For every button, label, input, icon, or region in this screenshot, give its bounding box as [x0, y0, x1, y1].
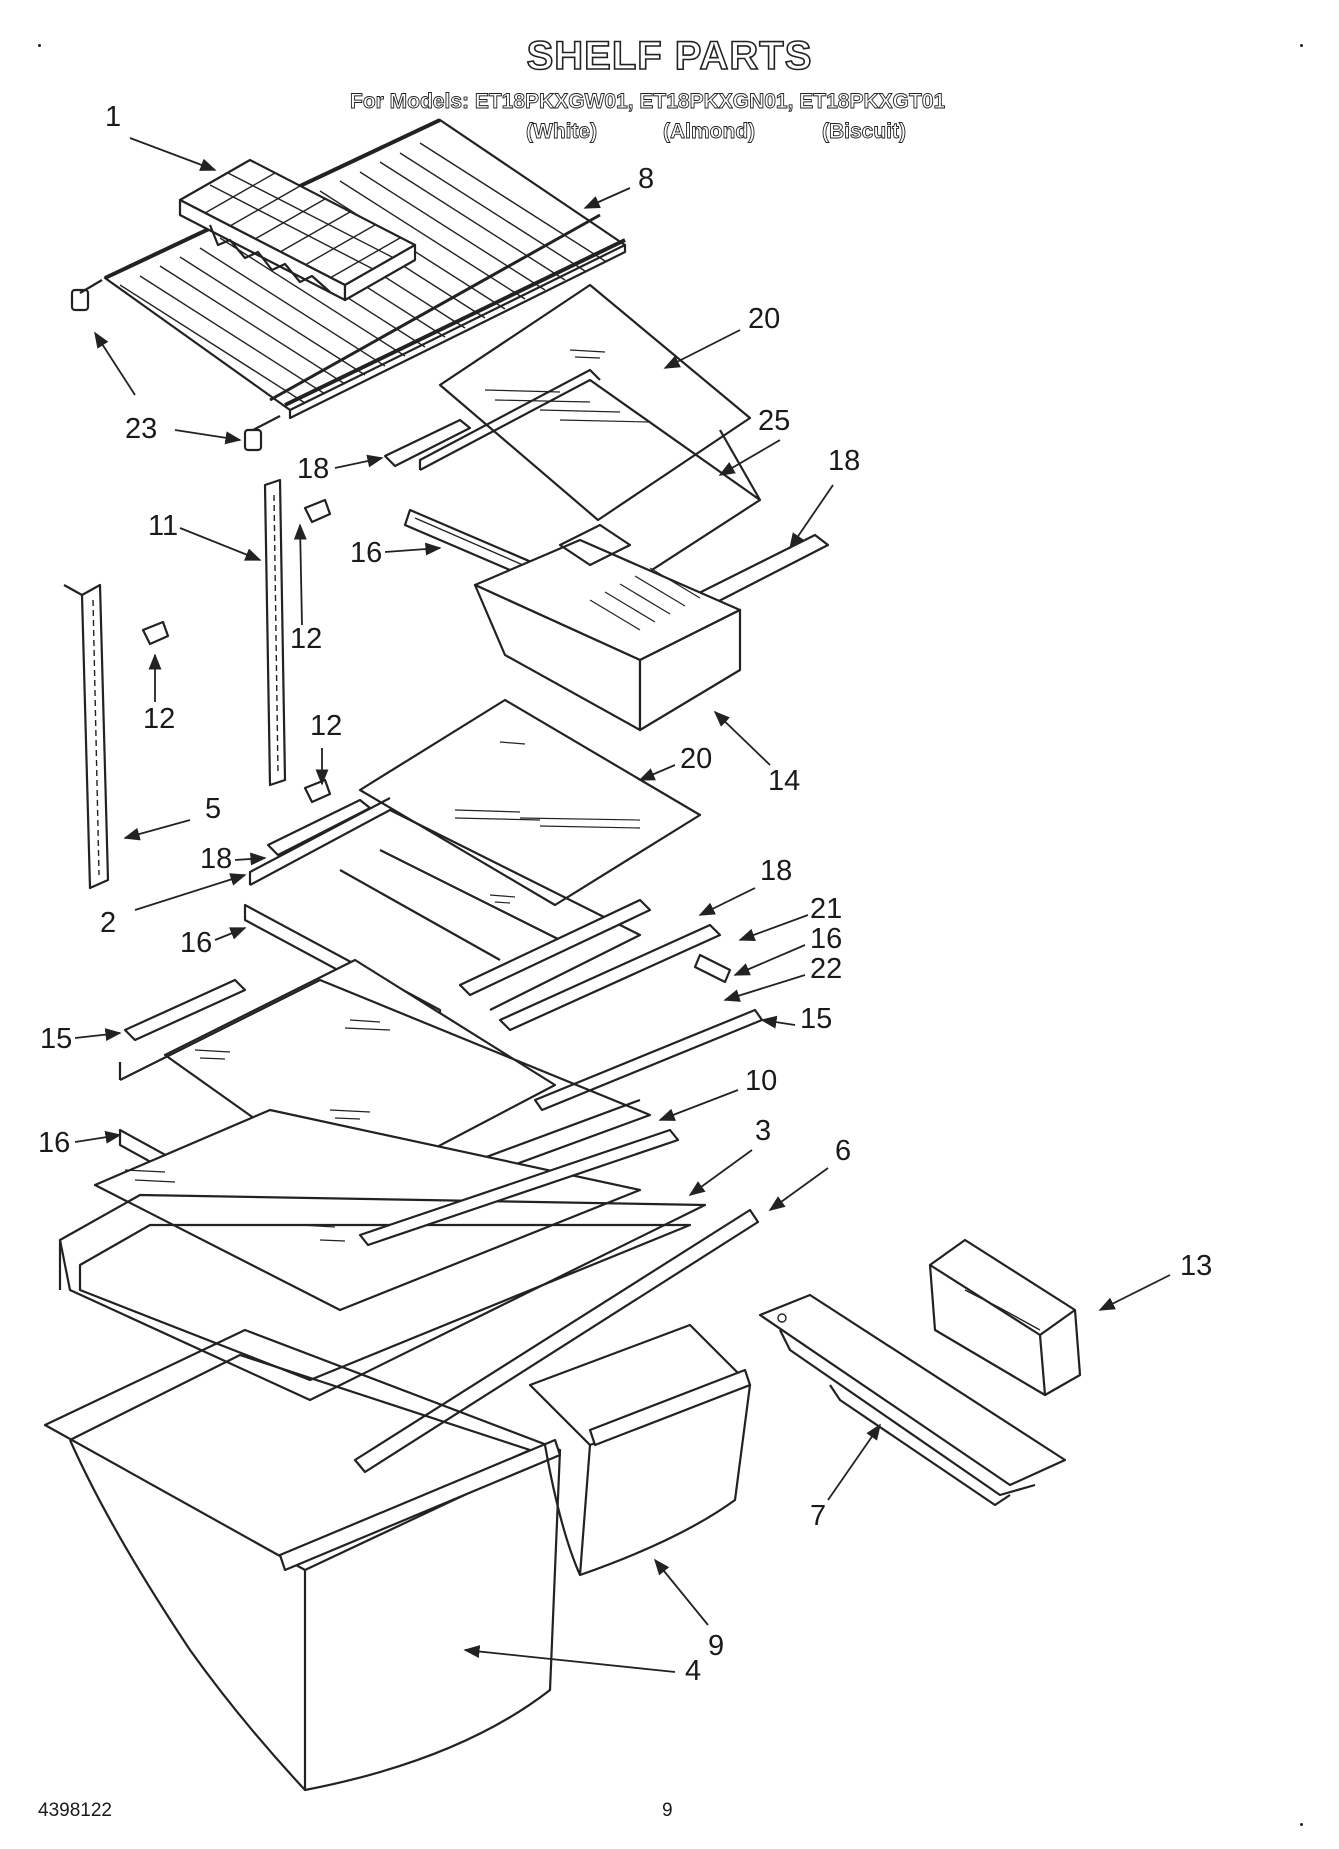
- mid-rail-21: [693, 953, 732, 984]
- mid-rail-18: [458, 898, 652, 997]
- shelf-ladder-right: [263, 478, 287, 787]
- callout-16-right: 16: [810, 923, 842, 955]
- callout-12-middle: 12: [310, 710, 342, 742]
- ice-cube-tray: [178, 158, 417, 302]
- screw-b: [141, 620, 170, 646]
- trim-strip-15-right: [533, 1008, 764, 1112]
- callout-12-left: 12: [143, 703, 175, 735]
- callout-18-upper-left: 18: [297, 453, 329, 485]
- crisper-cover-strip-6: [353, 1208, 760, 1474]
- callout-16-upper: 16: [350, 537, 382, 569]
- doc-number: 4398122: [38, 1800, 112, 1821]
- callout-20-lower: 20: [680, 743, 712, 775]
- callout-20-upper: 20: [748, 303, 780, 335]
- upper-shelf-frame: [418, 368, 762, 611]
- meat-keeper-drawer: [473, 523, 742, 732]
- callout-4: 4: [685, 1655, 701, 1687]
- trim-strip-15-left: [123, 978, 247, 1042]
- page-number: 9: [662, 1800, 673, 1821]
- callout-3: 3: [755, 1115, 771, 1147]
- wire-freezer-shelf: [103, 118, 627, 420]
- scan-dot: [38, 44, 41, 47]
- callout-12-right: 12: [290, 623, 322, 655]
- shelf-peg-left: [70, 279, 103, 312]
- callout-16-mid: 16: [180, 927, 212, 959]
- mid-shelf-frame: [248, 797, 642, 1011]
- callout-15-right: 15: [800, 1003, 832, 1035]
- callout-18-mid-left: 18: [200, 843, 232, 875]
- scan-dot: [1300, 1823, 1303, 1826]
- callout-13: 13: [1180, 1250, 1212, 1282]
- crisper-cover-frame: [58, 1193, 707, 1402]
- callout-23: 23: [125, 413, 157, 445]
- callout-1: 1: [105, 101, 121, 133]
- crisper-drawer-large: [43, 1328, 562, 1792]
- color-biscuit: (Biscuit): [822, 120, 907, 144]
- crisper-drawer-small: [528, 1323, 752, 1577]
- crisper-rail-upper: [358, 1128, 680, 1247]
- shelf-trim-strip: [383, 418, 472, 468]
- mid-trim-18: [266, 798, 372, 857]
- dairy-bin-13: [928, 1238, 1082, 1397]
- callout-25: 25: [758, 405, 790, 437]
- callout-18-upper-right: 18: [828, 445, 860, 477]
- mid-rail-22: [498, 923, 722, 1032]
- callout-11: 11: [148, 510, 178, 542]
- callout-8: 8: [638, 163, 654, 195]
- models-line: For Models: ET18PKXGW01, ET18PKXGN01, ET…: [350, 90, 946, 114]
- glass-shelf-lower: [358, 698, 702, 907]
- color-almond: (Almond): [663, 120, 756, 144]
- callout-6: 6: [835, 1135, 851, 1167]
- shelf-peg-right: [243, 415, 281, 452]
- callout-22: 22: [810, 953, 842, 985]
- callout-14: 14: [768, 765, 800, 797]
- callout-5: 5: [205, 793, 221, 825]
- callout-21: 21: [810, 893, 842, 925]
- shelf-ladder-left: [63, 583, 110, 890]
- scan-dot: [1300, 44, 1303, 47]
- callout-9: 9: [708, 1630, 724, 1662]
- color-white: (White): [526, 120, 598, 144]
- glass-panel-lower: [93, 1108, 642, 1312]
- callout-7: 7: [810, 1500, 826, 1532]
- callout-16-lower: 16: [38, 1127, 70, 1159]
- screw-a: [303, 498, 332, 524]
- glass-shelf-upper: [438, 283, 752, 522]
- callout-2: 2: [100, 907, 116, 939]
- callout-10: 10: [745, 1065, 777, 1097]
- crisper-support-7: [758, 1293, 1067, 1507]
- page-title: SHELF PARTS: [526, 33, 813, 79]
- screw-c: [303, 778, 332, 804]
- callout-18-mid-right: 18: [760, 855, 792, 887]
- callout-15-left: 15: [40, 1023, 72, 1055]
